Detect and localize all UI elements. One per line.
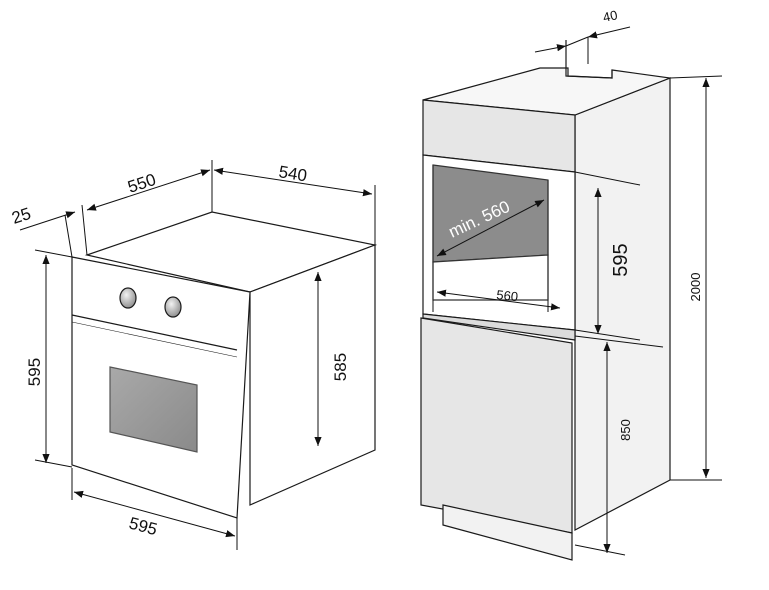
label-vent-gap: 40 xyxy=(602,7,619,25)
cabinet-lower-door xyxy=(420,317,573,534)
label-base-height: 850 xyxy=(618,419,633,441)
dim-line-niche-width xyxy=(436,289,561,311)
cabinet-plinth xyxy=(442,504,573,561)
cabinet-side-panel xyxy=(574,77,671,531)
dim-line-niche-depth xyxy=(436,199,545,257)
oven-knob-right xyxy=(164,296,182,318)
oven-knob-left xyxy=(119,287,137,309)
label-oven-front-width: 595 xyxy=(127,514,159,540)
cabinet-dimension-lines xyxy=(432,26,723,556)
label-oven-front-height: 595 xyxy=(25,358,44,386)
label-flange-depth: 25 xyxy=(9,204,33,228)
label-oven-body-height: 585 xyxy=(331,353,350,381)
label-total-height: 2000 xyxy=(688,273,703,302)
dim-line-flange xyxy=(19,211,76,231)
oven-window xyxy=(109,366,198,453)
dim-line-depth xyxy=(86,169,211,211)
label-niche-width: 560 xyxy=(496,287,519,304)
label-niche-height: 595 xyxy=(610,243,632,276)
cabinet-drawing xyxy=(420,40,673,561)
dim-line-front-width xyxy=(73,490,236,538)
label-oven-width-top: 540 xyxy=(277,162,308,185)
dim-line-width-top xyxy=(213,167,373,197)
oven-dimension-lines xyxy=(19,160,376,550)
dim-line-vent-gap-left xyxy=(534,44,567,53)
cabinet-shelf xyxy=(422,313,576,341)
oven-dimension-labels: 25 550 540 595 585 595 xyxy=(9,162,350,539)
oven-drawing xyxy=(71,211,378,519)
oven-side-face xyxy=(249,244,376,506)
label-oven-depth: 550 xyxy=(125,170,158,197)
oven-control-strip-line-2 xyxy=(71,321,238,358)
dim-line-vent-gap-right xyxy=(587,26,631,39)
cabinet-vent-notch xyxy=(565,40,613,79)
oven-control-strip-line xyxy=(71,314,238,351)
